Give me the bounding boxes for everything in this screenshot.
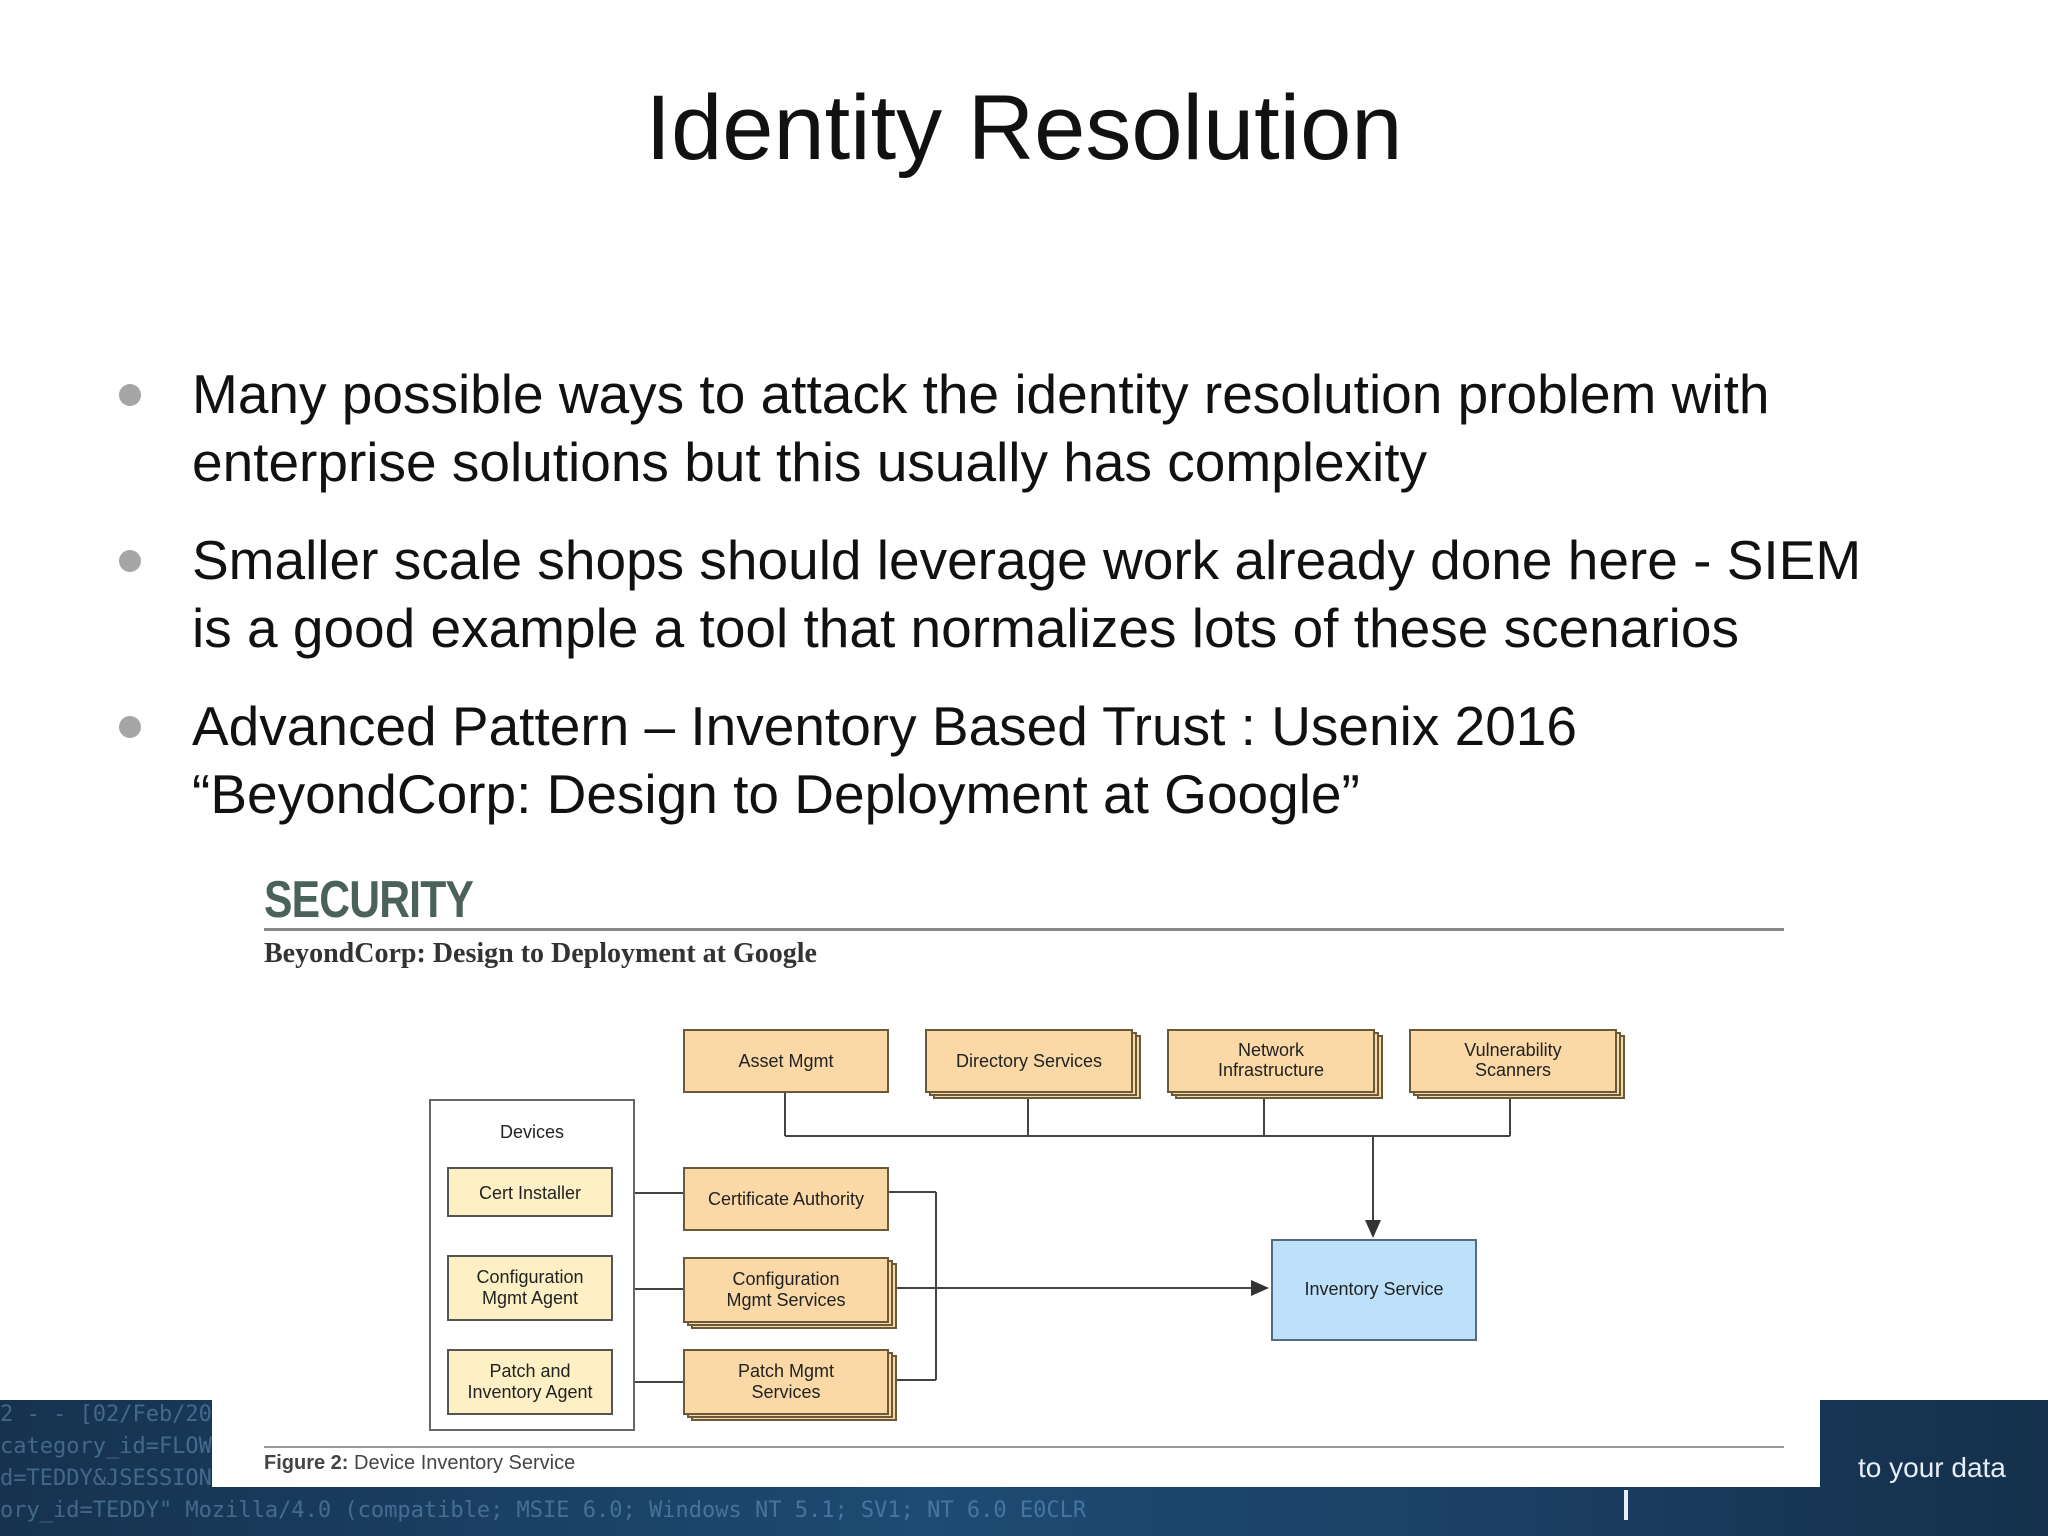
device-inventory-diagram: Devices Cert Installer Configuration Mgm…	[429, 1029, 1625, 1431]
connectors	[612, 1093, 1511, 1383]
bullet-line: enterprise solutions but this usually ha…	[192, 431, 1428, 493]
bullet-line: is a good example a tool that normalizes…	[192, 597, 1739, 659]
caption-label: Figure 2:	[264, 1452, 349, 1474]
patch-services-box	[683, 1349, 889, 1415]
inventory-service-box	[1271, 1239, 1477, 1341]
caption-text: Device Inventory Service	[348, 1452, 576, 1474]
footer-mark	[1624, 1490, 1628, 1520]
certificate-authority-box	[683, 1167, 889, 1231]
footer-code-line: 2 - - [02/Feb/201	[0, 1402, 226, 1427]
bullet-item: Many possible ways to attack the identit…	[110, 360, 1970, 496]
network-label-2: Infrastructure	[1218, 1060, 1324, 1080]
config-services-label-2: Mgmt Services	[726, 1290, 845, 1310]
asset-mgmt-label: Asset Mgmt	[738, 1051, 833, 1071]
bullet-dot-icon	[119, 384, 141, 406]
directory-services-box	[925, 1029, 1133, 1093]
bullet-line: Many possible ways to attack the identit…	[192, 363, 1770, 425]
patch-agent-box	[447, 1349, 613, 1415]
bullet-dot-icon	[119, 716, 141, 738]
footer-tagline: to your data	[1858, 1452, 2006, 1483]
config-agent-label-2: Mgmt Agent	[482, 1288, 578, 1308]
vuln-label-1: Vulnerability	[1464, 1040, 1561, 1060]
inventory-service-label: Inventory Service	[1304, 1279, 1443, 1299]
bullet-line: “BeyondCorp: Design to Deployment at Goo…	[192, 763, 1360, 825]
footer-code-line: ory_id=TEDDY" Mozilla/4.0 (compatible; M…	[0, 1498, 1087, 1523]
figure-caption: Figure 2: Device Inventory Service	[264, 1452, 575, 1475]
figure-image: SECURITY BeyondCorp: Design to Deploymen…	[212, 852, 1820, 1487]
figure-subtitle: BeyondCorp: Design to Deployment at Goog…	[264, 938, 817, 969]
patch-services-label-2: Services	[751, 1382, 820, 1402]
slide-title: Identity Resolution	[645, 77, 1403, 179]
vulnerability-scanners-box	[1409, 1029, 1617, 1093]
cert-installer-box	[447, 1167, 613, 1217]
network-infrastructure-box	[1167, 1029, 1375, 1093]
bullet-line: Smaller scale shops should leverage work…	[192, 529, 1862, 591]
devices-title: Devices	[500, 1122, 564, 1142]
certificate-authority-label: Certificate Authority	[708, 1189, 864, 1209]
bullet-dot-icon	[119, 550, 141, 572]
patch-services-label-1: Patch Mgmt	[738, 1361, 834, 1381]
config-agent-box	[447, 1255, 613, 1321]
bullet-item: Advanced Pattern – Inventory Based Trust…	[110, 692, 1970, 828]
asset-mgmt-box	[683, 1029, 889, 1093]
footer-code-line: category_id=FLOWE	[0, 1434, 226, 1459]
bullet-item: Smaller scale shops should leverage work…	[110, 526, 1970, 662]
vuln-label-2: Scanners	[1475, 1060, 1551, 1080]
bullet-list: Many possible ways to attack the identit…	[110, 360, 1970, 858]
directory-services-label: Directory Services	[956, 1051, 1102, 1071]
cert-installer-label: Cert Installer	[479, 1183, 581, 1203]
config-services-label-1: Configuration	[732, 1269, 839, 1289]
network-label-1: Network	[1238, 1040, 1305, 1060]
figure-rule	[264, 928, 1784, 931]
patch-agent-label-2: Inventory Agent	[467, 1382, 592, 1402]
bullet-line: Advanced Pattern – Inventory Based Trust…	[192, 695, 1577, 757]
patch-agent-label-1: Patch and	[489, 1361, 570, 1381]
config-services-box	[683, 1257, 889, 1323]
figure-header: SECURITY	[264, 871, 474, 929]
config-agent-label-1: Configuration	[476, 1267, 583, 1287]
figure-rule	[264, 1446, 1784, 1448]
